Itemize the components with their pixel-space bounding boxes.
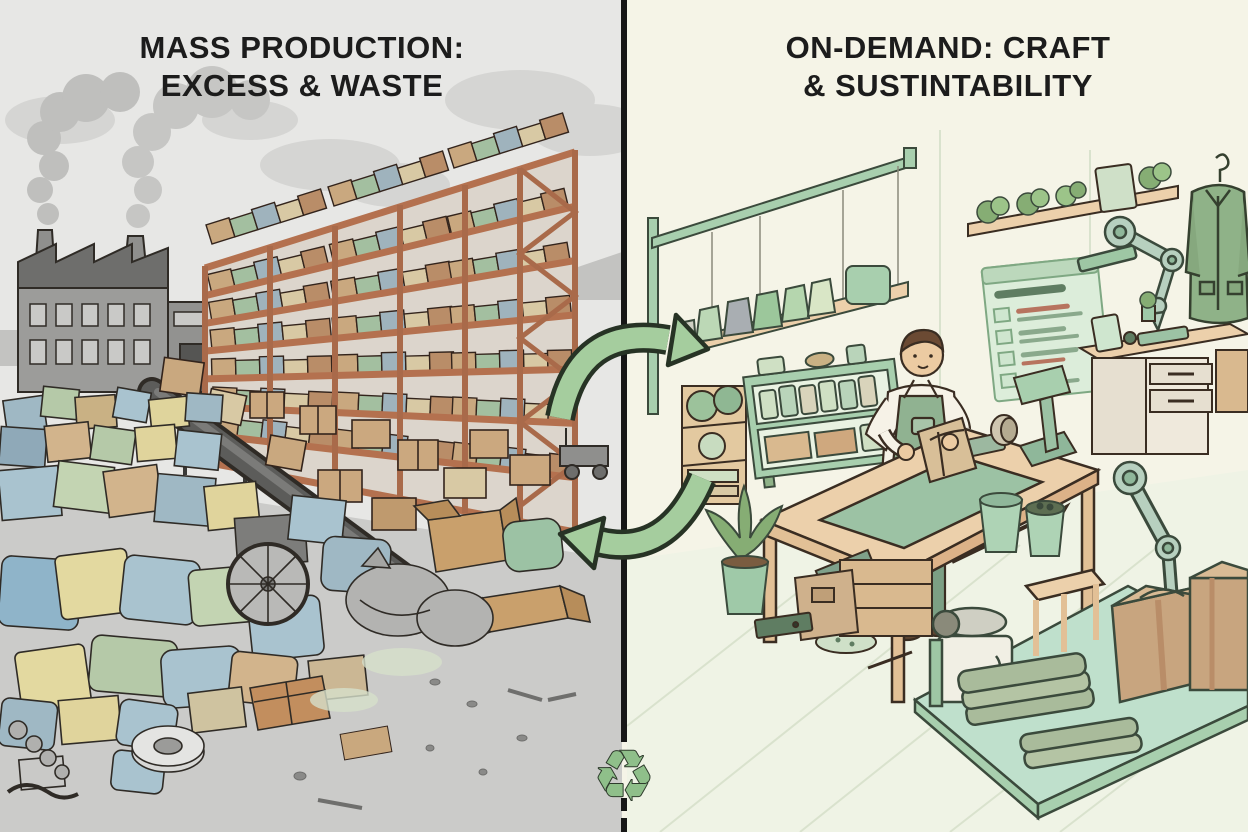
desk-tablet — [1090, 313, 1124, 353]
side-desk — [1077, 291, 1248, 455]
right-title-line1: ON-DEMAND: CRAFT — [786, 30, 1111, 65]
craftsman-hair — [899, 328, 945, 355]
hanging-coat — [1184, 153, 1248, 325]
shelf-tablet — [1094, 163, 1138, 213]
floor-boxes — [249, 391, 551, 531]
tall-box — [1188, 560, 1248, 692]
desk-crate — [1215, 349, 1248, 413]
left-title-line2: EXCESS & WASTE — [161, 68, 444, 103]
cutting-mat — [816, 454, 1046, 550]
cabinet-jars — [758, 374, 888, 465]
board-title-line — [994, 284, 1066, 299]
wooden-box — [249, 675, 331, 731]
robot-arm-upper — [1076, 215, 1185, 334]
right-panel — [626, 0, 1248, 832]
panel-divider — [621, 0, 627, 832]
floor-book — [753, 611, 814, 639]
warehouse-cart — [559, 428, 609, 480]
tape-roll-trash — [131, 725, 205, 773]
shelf-plants — [976, 162, 1172, 224]
shelf-machine — [845, 265, 891, 305]
cart-wheel — [226, 542, 310, 626]
floor-debris — [293, 648, 577, 810]
label-machine-head — [1012, 364, 1072, 406]
cycle-arrows — [545, 312, 716, 571]
robot-arm-lower — [1112, 460, 1208, 612]
cycle-arrow-top — [545, 312, 711, 422]
green-cushion — [502, 517, 564, 573]
recycle-icon: ♻ — [593, 737, 656, 815]
order-board — [980, 255, 1112, 403]
rack-bracing — [515, 167, 580, 508]
packing-area — [912, 560, 1248, 821]
craftsman-hand — [897, 443, 915, 461]
hanging-shelf — [647, 147, 917, 415]
waste-pile — [0, 385, 592, 800]
factory-roof — [17, 242, 169, 291]
trash-bags — [345, 546, 494, 647]
potted-plant — [704, 483, 784, 615]
stool — [1023, 568, 1107, 656]
coil-and-caps — [6, 720, 79, 800]
under-table-storage — [753, 559, 933, 642]
board-checkboxes — [992, 306, 1019, 390]
left-panel — [0, 0, 650, 832]
cycle-arrow-bottom — [557, 471, 716, 571]
smoke-plume-right — [122, 66, 270, 228]
dropped-book — [339, 725, 393, 761]
table-leg — [1080, 470, 1096, 624]
left-title-line1: MASS PRODUCTION: — [140, 30, 465, 65]
craftsman-hand — [941, 433, 959, 451]
folded-textiles — [957, 652, 1143, 770]
buckets — [978, 492, 1066, 557]
right-title-line2: & SUSTINTABILITY — [803, 68, 1093, 103]
smoke-plume-left — [27, 72, 140, 225]
plant-shelf — [967, 162, 1179, 238]
